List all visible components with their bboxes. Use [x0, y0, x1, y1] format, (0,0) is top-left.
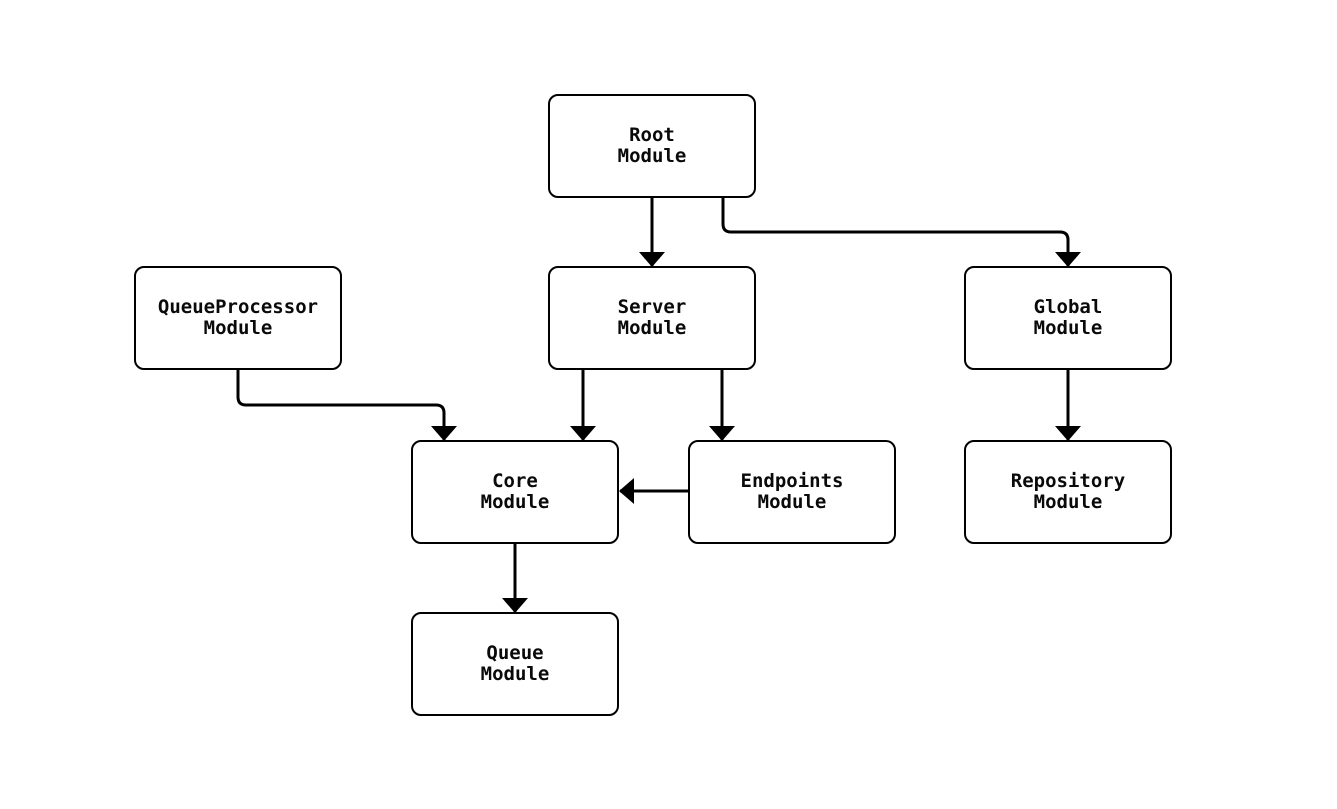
node-subtitle: Module — [1033, 491, 1103, 513]
node-title: Endpoints — [740, 470, 844, 492]
node-repository-module: Repository Module — [964, 440, 1172, 544]
node-root-module: Root Module — [548, 94, 756, 198]
node-subtitle: Module — [203, 317, 273, 339]
node-global-module: Global Module — [964, 266, 1172, 370]
node-subtitle: Module — [617, 317, 687, 339]
node-core-module: Core Module — [411, 440, 619, 544]
node-queueprocessor-module: QueueProcessor Module — [134, 266, 342, 370]
node-title: QueueProcessor — [157, 296, 319, 318]
node-subtitle: Module — [757, 491, 827, 513]
node-title: Root — [629, 124, 675, 146]
node-subtitle: Module — [480, 663, 550, 685]
node-endpoints-module: Endpoints Module — [688, 440, 896, 544]
node-subtitle: Module — [480, 491, 550, 513]
node-title: Server — [617, 296, 687, 318]
node-subtitle: Module — [617, 145, 687, 167]
edge-queueprocessor-to-core — [236, 370, 457, 441]
node-title: Repository — [1010, 470, 1126, 492]
node-title: Queue — [486, 642, 544, 664]
node-title: Global — [1033, 296, 1103, 318]
node-title: Core — [492, 470, 538, 492]
node-subtitle: Module — [1033, 317, 1103, 339]
node-server-module: Server Module — [548, 266, 756, 370]
edge-root-to-global — [721, 198, 1081, 267]
node-queue-module: Queue Module — [411, 612, 619, 716]
